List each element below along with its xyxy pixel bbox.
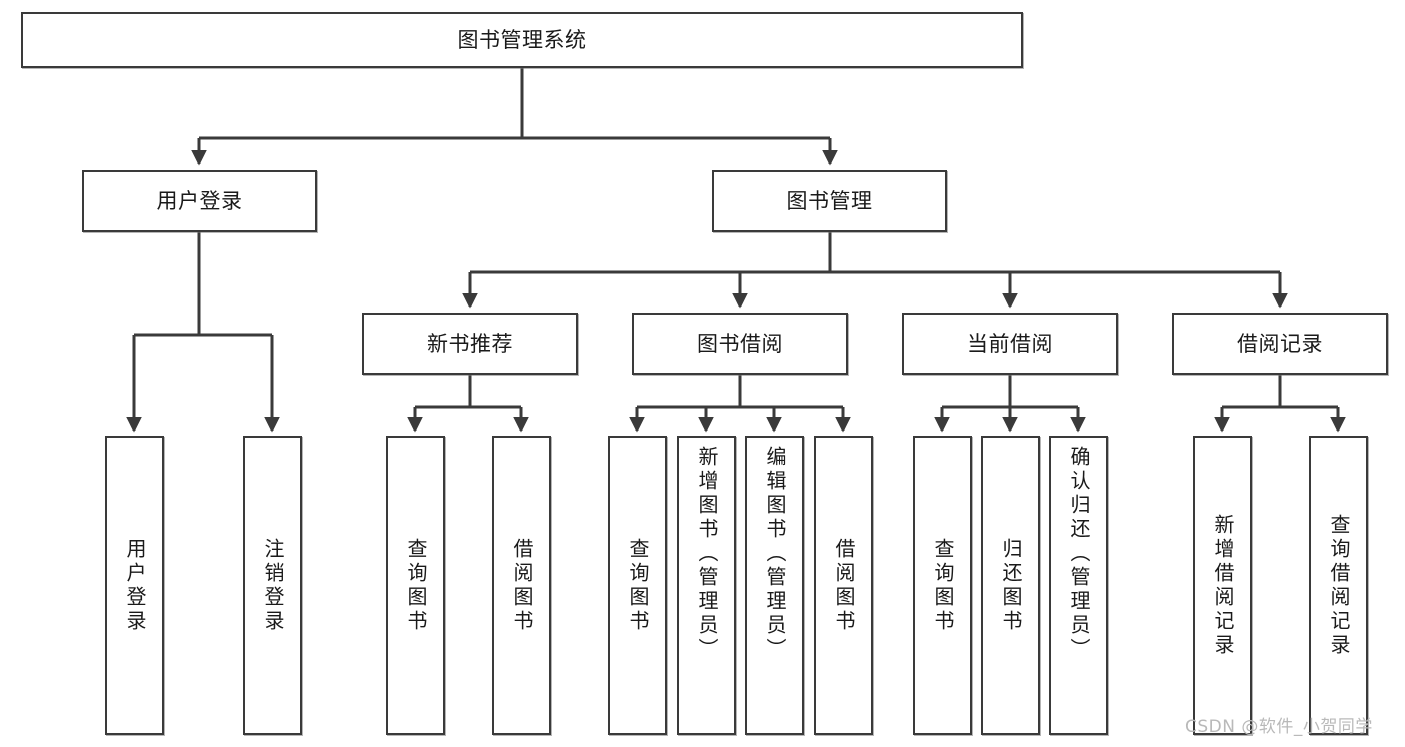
node-leaf-borrow-book-2[interactable]: 借阅图书 [814, 436, 873, 735]
node-leaf-edit-book-label: 编辑图书（管理员） [763, 446, 787, 662]
node-root[interactable]: 图书管理系统 [21, 12, 1023, 68]
node-leaf-return-book-label: 归还图书 [999, 537, 1023, 634]
node-leaf-query-book-2[interactable]: 查询图书 [608, 436, 667, 735]
node-leaf-confirm-return[interactable]: 确认归还（管理员） [1049, 436, 1108, 735]
node-new-book-rec[interactable]: 新书推荐 [362, 313, 578, 375]
node-leaf-user-login-label: 用户登录 [123, 537, 147, 634]
node-leaf-logout-label: 注销登录 [261, 537, 285, 634]
node-current-borrow-label: 当前借阅 [967, 331, 1053, 356]
node-new-book-rec-label: 新书推荐 [427, 331, 513, 356]
node-leaf-edit-book[interactable]: 编辑图书（管理员） [745, 436, 804, 735]
node-book-borrow[interactable]: 图书借阅 [632, 313, 848, 375]
node-leaf-logout[interactable]: 注销登录 [243, 436, 302, 735]
node-leaf-query-book-2-label: 查询图书 [626, 537, 650, 634]
node-leaf-add-book-label: 新增图书（管理员） [695, 446, 719, 662]
node-root-label: 图书管理系统 [457, 27, 587, 52]
node-book-manage-label: 图书管理 [786, 188, 873, 213]
node-leaf-add-book[interactable]: 新增图书（管理员） [677, 436, 736, 735]
node-leaf-add-record-label: 新增借阅记录 [1211, 513, 1235, 658]
node-leaf-add-record[interactable]: 新增借阅记录 [1193, 436, 1252, 735]
node-leaf-query-book-3[interactable]: 查询图书 [913, 436, 972, 735]
node-leaf-borrow-book-2-label: 借阅图书 [832, 537, 856, 634]
node-book-manage[interactable]: 图书管理 [712, 170, 947, 232]
node-book-borrow-label: 图书借阅 [697, 331, 783, 356]
node-leaf-borrow-book-1[interactable]: 借阅图书 [492, 436, 551, 735]
node-leaf-return-book[interactable]: 归还图书 [981, 436, 1040, 735]
node-current-borrow[interactable]: 当前借阅 [902, 313, 1118, 375]
node-user-login-label: 用户登录 [156, 188, 243, 213]
node-leaf-confirm-return-label: 确认归还（管理员） [1067, 446, 1091, 662]
node-borrow-record-label: 借阅记录 [1237, 331, 1323, 356]
node-leaf-borrow-book-1-label: 借阅图书 [510, 537, 534, 634]
node-leaf-query-record[interactable]: 查询借阅记录 [1309, 436, 1368, 735]
node-leaf-query-book-1[interactable]: 查询图书 [386, 436, 445, 735]
node-leaf-query-book-1-label: 查询图书 [404, 537, 428, 634]
node-leaf-query-record-label: 查询借阅记录 [1327, 513, 1351, 658]
node-leaf-user-login[interactable]: 用户登录 [105, 436, 164, 735]
node-leaf-query-book-3-label: 查询图书 [931, 537, 955, 634]
node-borrow-record[interactable]: 借阅记录 [1172, 313, 1388, 375]
node-user-login[interactable]: 用户登录 [82, 170, 317, 232]
